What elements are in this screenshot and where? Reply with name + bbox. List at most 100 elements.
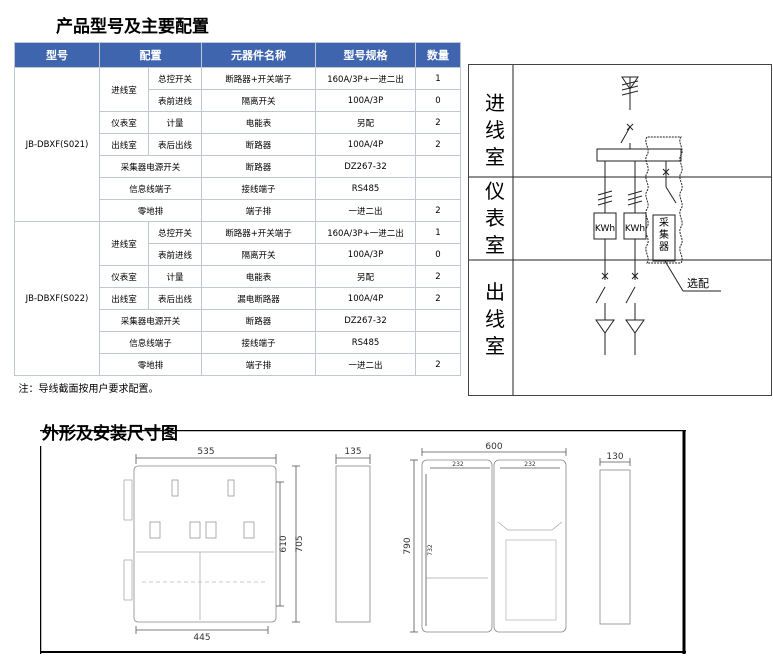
room-cell: 出线室 bbox=[99, 133, 149, 156]
room-label-text: 进线室 bbox=[485, 91, 505, 169]
qty-cell bbox=[415, 331, 461, 354]
room-cell: 出线室 bbox=[99, 287, 149, 310]
config-cell: 表后出线 bbox=[148, 287, 202, 310]
note-row: 注：导线截面按用户要求配置。 bbox=[15, 376, 461, 399]
outgoing-breaker bbox=[595, 286, 606, 304]
component-cell: 断路器+开关端子 bbox=[201, 67, 316, 90]
qty-cell: 1 bbox=[415, 67, 461, 90]
component-cell: 端子排 bbox=[201, 353, 316, 376]
dim-bottom-width: 445 bbox=[193, 633, 210, 643]
spec-cell: 160A/3P+一进二出 bbox=[315, 221, 416, 244]
dim-open-side-depth: 130 bbox=[606, 452, 623, 462]
config-cell: 零地排 bbox=[99, 353, 202, 376]
component-cell: 断路器 bbox=[201, 155, 316, 178]
qty-cell: 0 bbox=[415, 89, 461, 112]
room-cell: 仪表室 bbox=[99, 111, 149, 134]
optional-label: 选配 bbox=[687, 277, 709, 290]
spec-cell: RS485 bbox=[315, 177, 416, 200]
dimension-drawings: 535 445 610 705 135 600 790 130 232 232 … bbox=[40, 430, 686, 654]
header-cell: 配置 bbox=[99, 42, 202, 68]
config-cell: 信息线端子 bbox=[99, 177, 202, 200]
outgoing-arrow bbox=[595, 319, 615, 334]
qty-cell: 2 bbox=[415, 111, 461, 134]
component-cell: 断路器 bbox=[201, 309, 316, 332]
table-note: 注：导线截面按用户要求配置。 bbox=[18, 383, 159, 395]
room-cell: 进线室 bbox=[99, 67, 149, 112]
dim-inner-open-height: 732 bbox=[427, 544, 434, 556]
config-cell: 表前进线 bbox=[148, 89, 202, 112]
spec-cell: 100A/3P bbox=[315, 243, 416, 266]
qty-cell bbox=[415, 155, 461, 178]
component-cell: 断路器+开关端子 bbox=[201, 221, 316, 244]
room-label-text: 出线室 bbox=[485, 280, 505, 358]
qty-cell: 0 bbox=[415, 243, 461, 266]
outgoing-arrow bbox=[625, 319, 645, 334]
config-cell: 总控开关 bbox=[148, 221, 202, 244]
component-cell: 隔离开关 bbox=[201, 89, 316, 112]
dim-side-depth: 135 bbox=[344, 447, 361, 457]
outline-drawing: 535 445 610 705 135 600 790 130 232 232 … bbox=[40, 430, 686, 654]
spec-cell: 100A/4P bbox=[315, 287, 416, 310]
spec-cell: 一进二出 bbox=[315, 199, 416, 222]
opened-left-door bbox=[421, 459, 493, 633]
room-cell: 进线室 bbox=[99, 221, 149, 266]
room-label-incoming: 进线室 bbox=[483, 90, 507, 171]
qty-cell bbox=[415, 309, 461, 332]
collector-box bbox=[652, 214, 676, 262]
spec-cell: RS485 bbox=[315, 331, 416, 354]
meter-label: KWh bbox=[625, 224, 645, 234]
optional-leader bbox=[664, 260, 684, 292]
spec-cell: 另配 bbox=[315, 265, 416, 288]
dim-door-right: 232 bbox=[524, 461, 536, 468]
spec-cell: DZ267-32 bbox=[315, 155, 416, 178]
header-cell: 数量 bbox=[415, 42, 461, 68]
component-cell: 端子排 bbox=[201, 199, 316, 222]
front-enclosure bbox=[133, 465, 277, 623]
dim-outer-height: 705 bbox=[295, 535, 305, 552]
side-enclosure bbox=[335, 465, 371, 623]
room-label-meter: 仪表室 bbox=[483, 178, 507, 259]
spec-cell: DZ267-32 bbox=[315, 309, 416, 332]
config-cell: 表前进线 bbox=[148, 243, 202, 266]
section-title-dimensions: 外形及安装尺寸图 bbox=[42, 424, 178, 444]
meter-label: KWh bbox=[595, 224, 615, 234]
config-cell: 表后出线 bbox=[148, 133, 202, 156]
component-cell: 电能表 bbox=[201, 111, 316, 134]
qty-cell bbox=[415, 177, 461, 200]
component-cell: 隔离开关 bbox=[201, 243, 316, 266]
spec-cell: 100A/3P bbox=[315, 89, 416, 112]
spec-cell: 100A/4P bbox=[315, 133, 416, 156]
spec-cell: 另配 bbox=[315, 111, 416, 134]
config-cell: 总控开关 bbox=[148, 67, 202, 90]
main-breaker bbox=[620, 126, 631, 144]
config-cell: 零地排 bbox=[99, 199, 202, 222]
opened-side-enclosure bbox=[599, 469, 631, 625]
component-cell: 断路器 bbox=[201, 133, 316, 156]
config-cell: 信息线端子 bbox=[99, 331, 202, 354]
room-label-text: 仪表室 bbox=[485, 179, 505, 257]
dim-inner-height: 610 bbox=[279, 535, 289, 552]
component-cell: 接线端子 bbox=[201, 177, 316, 200]
config-cell: 采集器电源开关 bbox=[99, 309, 202, 332]
opened-right-door bbox=[493, 459, 567, 633]
room-cell: 仪表室 bbox=[99, 265, 149, 288]
dim-front-width: 535 bbox=[197, 447, 214, 457]
qty-cell: 2 bbox=[415, 133, 461, 156]
table-header-row: 型号配置元器件名称型号规格数量 bbox=[14, 42, 461, 68]
header-cell: 型号 bbox=[14, 42, 100, 68]
incoming-arrow bbox=[621, 76, 639, 90]
model-cell: JB-DBXF(S022) bbox=[14, 221, 100, 376]
qty-cell: 2 bbox=[415, 199, 461, 222]
optional-boundary bbox=[645, 136, 683, 264]
header-cell: 元器件名称 bbox=[201, 42, 316, 68]
